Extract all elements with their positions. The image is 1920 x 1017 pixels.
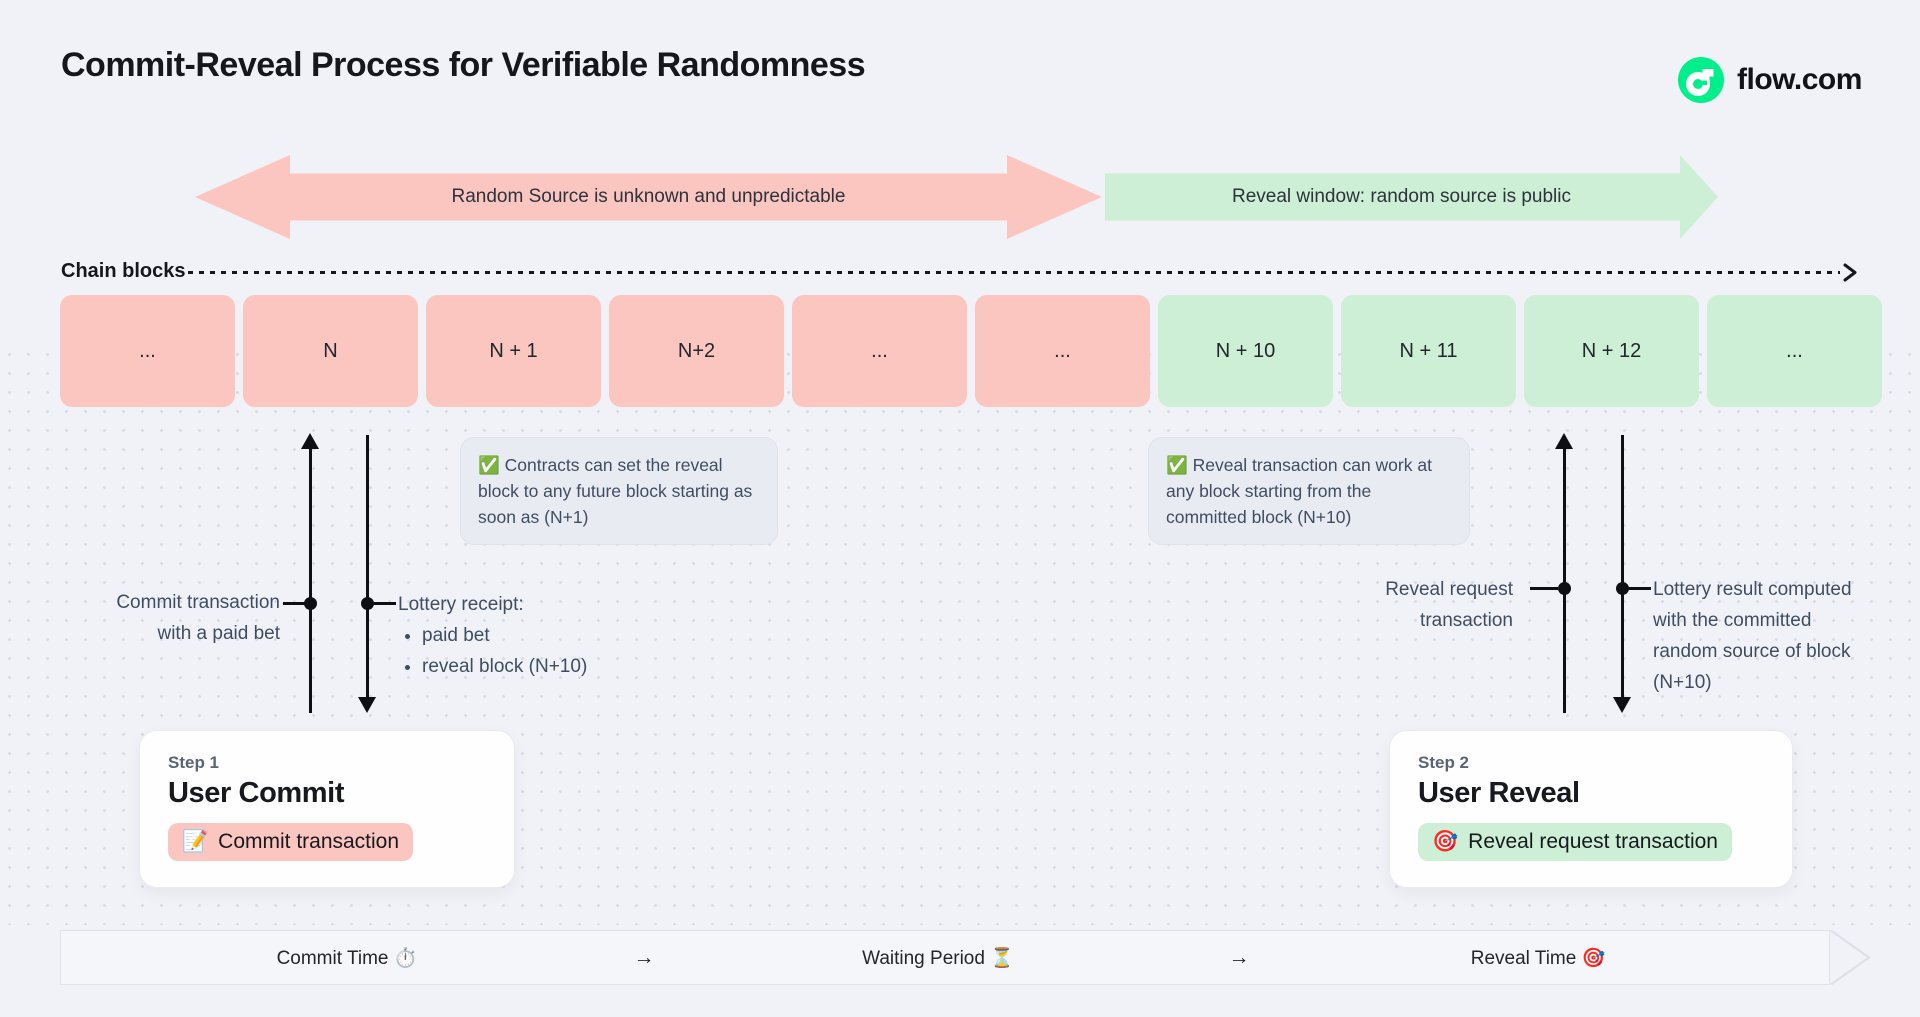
chain-block: ... xyxy=(975,295,1150,407)
chain-axis-arrow-icon xyxy=(1843,263,1857,282)
reveal-up-arrowhead-icon xyxy=(1555,433,1573,449)
chain-blocks-label: Chain blocks xyxy=(61,260,186,282)
commit-down-connector-dot xyxy=(361,597,374,610)
commit-up-arrowhead-icon xyxy=(301,433,319,449)
commit-up-connector-dot xyxy=(304,597,317,610)
reveal-down-connector-dot xyxy=(1616,582,1629,595)
chain-block: ... xyxy=(60,295,235,407)
timeline-arrow-icon: → xyxy=(633,945,655,969)
timeline-arrow-icon: → xyxy=(1228,945,1250,969)
target-icon: 🎯 xyxy=(1432,830,1459,853)
commit-down-connector xyxy=(370,602,396,605)
commit-time-label: Commit Time ⏱️ xyxy=(276,947,418,969)
chain-block: N + 12 xyxy=(1524,295,1699,407)
stopwatch-icon: ⏱️ xyxy=(393,947,418,969)
step1-title: User Commit xyxy=(168,777,345,809)
reveal-note-box: ✅ Reveal transaction can work at any blo… xyxy=(1148,437,1470,545)
commit-note-text: Contracts can set the reveal block to an… xyxy=(478,455,753,527)
step1-eyebrow: Step 1 xyxy=(168,753,220,772)
chain-block: N + 11 xyxy=(1341,295,1516,407)
target-icon: 🎯 xyxy=(1581,947,1606,969)
chain-block: N+2 xyxy=(609,295,784,407)
chain-block: N + 1 xyxy=(426,295,601,407)
reveal-request-label: Reveal request transaction xyxy=(1385,579,1513,631)
commit-note-box: ✅ Contracts can set the reveal block to … xyxy=(460,437,778,545)
lottery-receipt-item: paid bet xyxy=(422,620,648,651)
page-title: Commit-Reveal Process for Verifiable Ran… xyxy=(61,46,866,84)
timeline-bar: Commit Time ⏱️ → Waiting Period ⏳ → Reve… xyxy=(60,930,1830,985)
reveal-time-label: Reveal Time 🎯 xyxy=(1470,947,1606,969)
chain-block: N + 10 xyxy=(1158,295,1333,407)
check-icon: ✅ xyxy=(478,455,500,475)
lottery-receipt-label: Lottery receipt: paid bet reveal block (… xyxy=(398,589,648,682)
timeline-end-chevron-icon xyxy=(1830,930,1871,985)
chain-block: ... xyxy=(1707,295,1882,407)
commit-transaction-label: Commit transaction with a paid bet xyxy=(116,592,280,644)
lottery-receipt-item: reveal block (N+10) xyxy=(422,651,648,682)
chain-block: N xyxy=(243,295,418,407)
commit-phase-banner: Random Source is unknown and unpredictab… xyxy=(195,155,1102,239)
flow-logo-icon xyxy=(1678,57,1724,103)
chain-block: ... xyxy=(792,295,967,407)
commit-up-arrow xyxy=(309,447,312,713)
commit-phase-banner-label: Random Source is unknown and unpredictab… xyxy=(451,186,846,207)
commit-badge-label: Commit transaction xyxy=(218,830,400,853)
reveal-phase-banner: Reveal window: random source is public xyxy=(1105,155,1718,239)
step2-card: Step 2 User Reveal 🎯 Reveal request tran… xyxy=(1389,730,1793,888)
commit-transaction-badge: 📝 Commit transaction xyxy=(168,823,414,861)
lottery-result-label: Lottery result computed with the committ… xyxy=(1653,579,1852,693)
chain-axis-line xyxy=(188,271,1840,274)
step2-eyebrow: Step 2 xyxy=(1418,753,1470,772)
memo-icon: 📝 xyxy=(182,830,209,853)
lottery-receipt-list: paid bet reveal block (N+10) xyxy=(398,620,648,682)
reveal-phase-banner-label: Reveal window: random source is public xyxy=(1232,186,1571,207)
reveal-up-connector-dot xyxy=(1558,582,1571,595)
step2-title: User Reveal xyxy=(1418,777,1580,809)
lottery-receipt-title: Lottery receipt: xyxy=(398,594,524,615)
reveal-up-connector xyxy=(1530,587,1558,590)
reveal-down-connector xyxy=(1625,587,1651,590)
step1-card: Step 1 User Commit 📝 Commit transaction xyxy=(139,730,515,888)
commit-down-arrow xyxy=(366,435,369,698)
check-icon: ✅ xyxy=(1166,455,1188,475)
reveal-badge-label: Reveal request transaction xyxy=(1468,830,1718,853)
brand-name: flow.com xyxy=(1737,63,1862,96)
reveal-request-badge: 🎯 Reveal request transaction xyxy=(1418,823,1732,861)
hourglass-icon: ⏳ xyxy=(990,947,1014,969)
waiting-period-label: Waiting Period ⏳ xyxy=(862,947,1014,969)
chain-blocks-row: ... N N + 1 N+2 ... ... N + 10 N + 11 N … xyxy=(60,295,1882,407)
reveal-up-arrow xyxy=(1563,447,1566,713)
commit-up-connector xyxy=(283,602,309,605)
flow-logo[interactable]: flow.com xyxy=(1678,57,1862,103)
reveal-note-text: Reveal transaction can work at any block… xyxy=(1166,455,1432,527)
reveal-down-arrow xyxy=(1621,435,1624,698)
commit-down-arrowhead-icon xyxy=(358,697,376,713)
reveal-down-arrowhead-icon xyxy=(1613,697,1631,713)
